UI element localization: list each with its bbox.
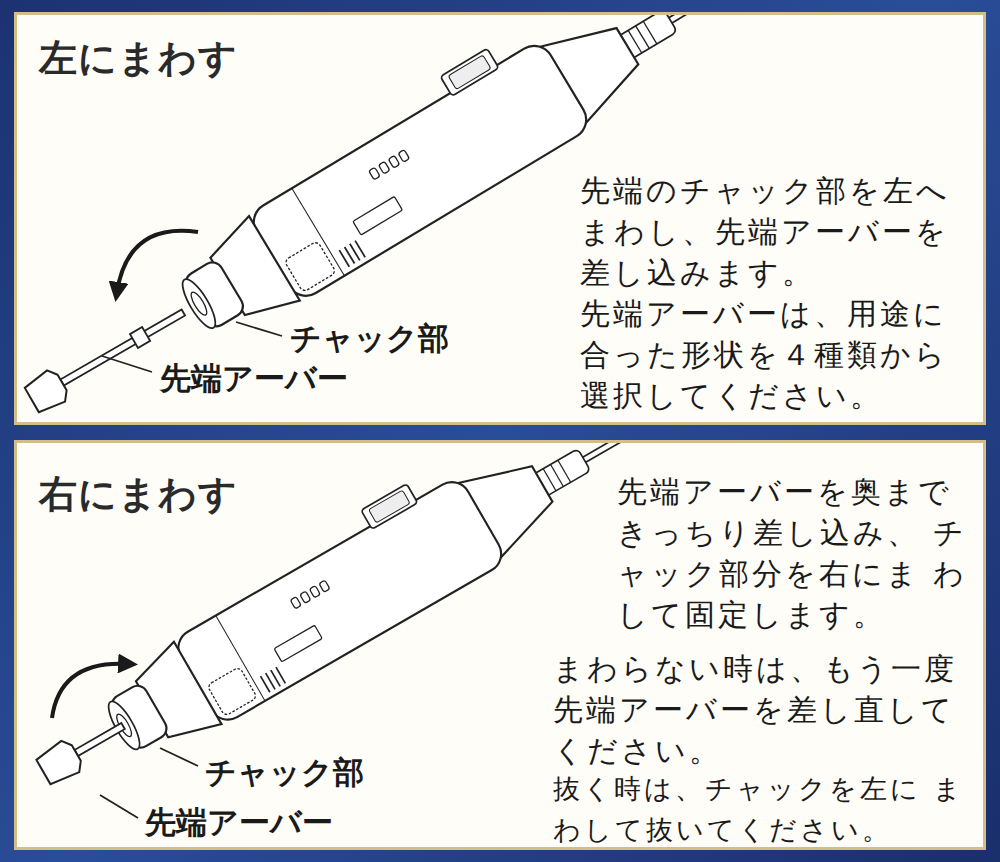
- leader-line: [102, 356, 152, 372]
- arbor: [23, 297, 193, 416]
- panel-heading: 右にまわす: [39, 469, 238, 520]
- arbor: [34, 710, 132, 787]
- part-label: チャック部: [205, 752, 364, 794]
- part-label: 先端アーバー: [160, 358, 348, 400]
- rotate-arrow: [117, 231, 198, 292]
- instruction-panel: 左にまわす先端のチャック部を左へ まわし、先端アーバーを 差し込みます。先端アー…: [14, 12, 986, 425]
- rotate-arrow: [52, 664, 128, 718]
- part-label: 先端アーバー: [145, 802, 333, 844]
- part-label: チャック部: [290, 318, 449, 360]
- instruction-text: 先端アーバーは、用途に 合った形状を４種類から 選択してください。: [580, 293, 980, 416]
- instruction-text: まわらない時は、もう一度 先端アーバーを差し直して ください。: [553, 648, 973, 771]
- instruction-text: 抜く時は、チャックを左に まわして抜いてください。: [553, 768, 973, 850]
- instruction-text: 先端アーバーを奥まで きっちり差し込み、 チャック部分を右にま わして固定します…: [617, 471, 967, 635]
- leader-line: [160, 748, 198, 766]
- leader-line: [100, 795, 138, 818]
- leader-line: [236, 322, 282, 336]
- panel-heading: 左にまわす: [39, 33, 238, 84]
- instruction-text: 先端のチャック部を左へ まわし、先端アーバーを 差し込みます。: [580, 170, 980, 293]
- instruction-panel: 右にまわす 先端アーバーを奥まで きっちり差し込み、 チャック部分を右にま わして…: [14, 440, 986, 850]
